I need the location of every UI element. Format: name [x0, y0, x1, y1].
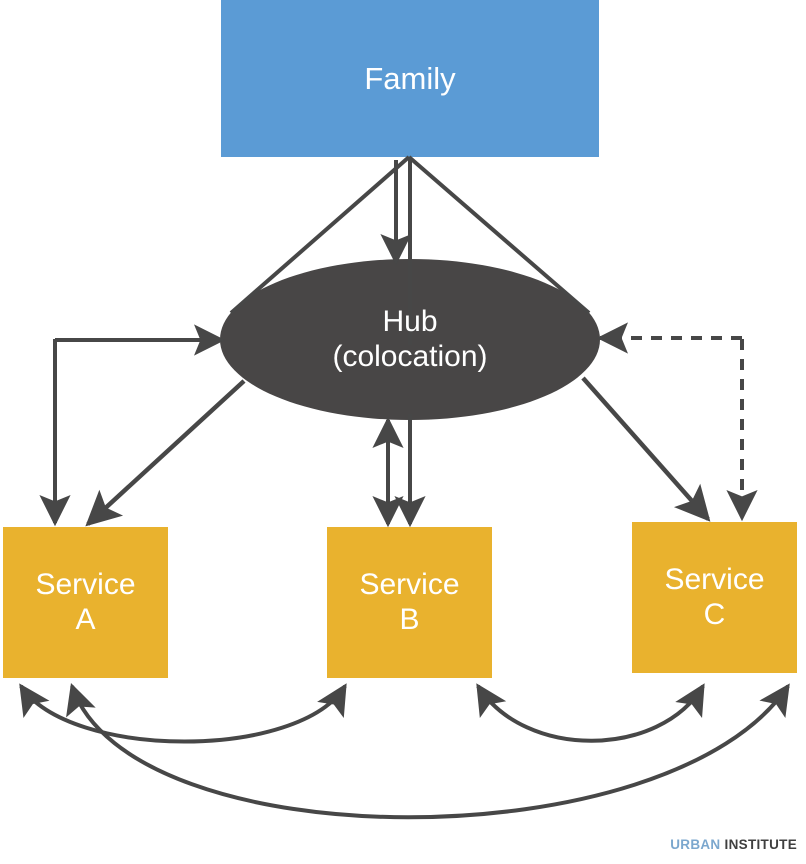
urban-institute-logo: URBAN INSTITUTE	[670, 837, 797, 852]
hub-to-service-c-diagonal	[581, 376, 711, 522]
logo-urban-text: URBAN	[670, 837, 721, 852]
family-to-hub-left-diagonal	[229, 155, 411, 315]
service-a-service-b-curve	[19, 683, 347, 744]
service-b-service-c-curve	[476, 683, 705, 743]
family-node[interactable]	[221, 0, 599, 157]
service-b-node[interactable]	[327, 527, 492, 678]
family-to-hub-right-diagonal	[407, 155, 591, 315]
service-a-service-c-curve	[66, 682, 790, 820]
logo-institute-word: INSTITUTE	[724, 837, 797, 852]
service-c-node[interactable]	[632, 522, 797, 673]
hub-to-service-a-diagonal	[85, 379, 246, 527]
service-a-node[interactable]	[3, 527, 168, 678]
